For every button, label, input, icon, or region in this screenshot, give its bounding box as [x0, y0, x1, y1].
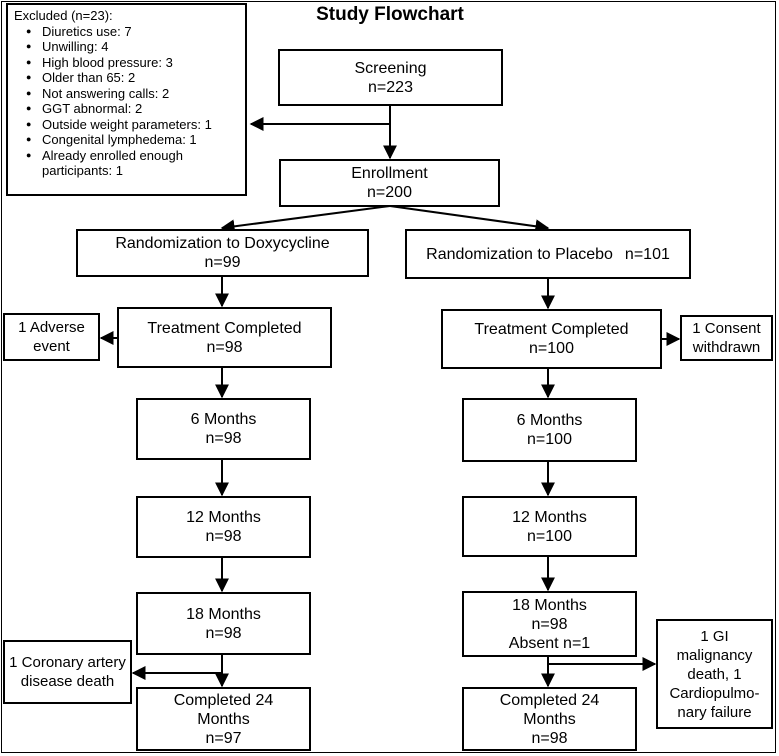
placebo-randomization-label: Randomization to Placebo: [426, 245, 613, 263]
placebo-6m-label: 6 Months: [516, 412, 583, 429]
placebo-6m-count: n=100: [527, 431, 572, 448]
doxy-adverse-box: 1 Adverse event: [3, 313, 100, 361]
screening-box: Screening n=223: [278, 49, 503, 106]
excluded-item: High blood pressure: 3: [26, 55, 239, 71]
doxy-randomization-label: Randomization to Doxycycline: [115, 235, 330, 252]
enrollment-box: Enrollment n=200: [279, 159, 500, 207]
excluded-item: Outside weight parameters: 1: [26, 117, 239, 133]
enrollment-label: Enrollment: [351, 165, 428, 182]
doxy-completed-box: Completed 24 Months n=97: [136, 687, 311, 751]
doxy-12m-box: 12 Months n=98: [136, 496, 311, 558]
doxy-6m-label: 6 Months: [190, 411, 257, 428]
placebo-randomization-box: Randomization to Placebo n=101: [405, 229, 691, 279]
screening-count: n=223: [368, 78, 413, 96]
placebo-completed-line2: Months: [523, 710, 576, 728]
excluded-item: Not answering calls: 2: [26, 86, 239, 102]
doxy-completed-line1: Completed 24: [173, 691, 274, 709]
placebo-18m-box: 18 Months n=98 Absent n=1: [462, 591, 637, 657]
placebo-completed-line1: Completed 24: [499, 691, 600, 709]
excluded-item: Unwilling: 4: [26, 39, 239, 55]
doxy-treatment-label: Treatment Completed: [147, 319, 302, 337]
doxy-completed-line2: Months: [197, 710, 250, 728]
placebo-gi-death-box: 1 GI malignancy death, 1 Cardiopulmo- na…: [656, 619, 773, 729]
excluded-list: Diuretics use: 7 Unwilling: 4 High blood…: [14, 24, 239, 179]
doxy-randomization-box: Randomization to Doxycycline n=99: [76, 229, 369, 277]
doxy-6m-box: 6 Months n=98: [136, 398, 311, 460]
doxy-12m-label: 12 Months: [186, 509, 261, 526]
placebo-18m-count: n=98: [531, 615, 568, 633]
placebo-6m-box: 6 Months n=100: [462, 398, 637, 462]
placebo-consent-box: 1 Consent withdrawn: [680, 315, 773, 361]
excluded-item: Older than 65: 2: [26, 70, 239, 86]
doxy-treatment-box: Treatment Completed n=98: [117, 307, 332, 368]
doxy-completed-count: n=97: [205, 729, 242, 747]
placebo-12m-count: n=100: [527, 527, 572, 545]
doxy-18m-box: 18 Months n=98: [136, 592, 311, 655]
doxy-adverse-label: 1 Adverse event: [18, 319, 85, 355]
placebo-18m-label: 18 Months: [512, 596, 587, 614]
doxy-randomization-count: n=99: [204, 254, 241, 271]
doxy-treatment-count: n=98: [206, 338, 243, 356]
excluded-item: Diuretics use: 7: [26, 24, 239, 40]
placebo-treatment-count: n=100: [529, 340, 574, 357]
page-title: Study Flowchart: [316, 4, 464, 25]
placebo-treatment-box: Treatment Completed n=100: [441, 309, 662, 369]
excluded-item: Already enrolled enough participants: 1: [26, 148, 239, 179]
placebo-randomization-count: n=101: [624, 245, 670, 263]
placebo-completed-box: Completed 24 Months n=98: [462, 687, 637, 751]
doxy-18m-label: 18 Months: [186, 605, 261, 623]
excluded-heading: Excluded (n=23):: [14, 8, 113, 23]
placebo-12m-box: 12 Months n=100: [462, 496, 637, 557]
placebo-treatment-label: Treatment Completed: [474, 321, 629, 338]
doxy-6m-count: n=98: [205, 430, 242, 447]
placebo-12m-label: 12 Months: [512, 508, 587, 526]
screening-label: Screening: [354, 59, 427, 77]
doxy-cad-death-label: 1 Coronary artery disease death: [9, 654, 126, 690]
enrollment-count: n=200: [367, 184, 412, 201]
doxy-18m-count: n=98: [205, 624, 242, 642]
doxy-cad-death-box: 1 Coronary artery disease death: [3, 640, 132, 704]
placebo-18m-absent: Absent n=1: [508, 634, 591, 652]
placebo-gi-death-label: 1 GI malignancy death, 1 Cardiopulmo- na…: [669, 627, 760, 721]
arrow-enrollment-doxy: [220, 205, 391, 234]
excluded-item: Congenital lymphedema: 1: [26, 132, 239, 148]
doxy-12m-count: n=98: [205, 528, 242, 545]
excluded-item: GGT abnormal: 2: [26, 101, 239, 117]
placebo-completed-count: n=98: [531, 729, 568, 747]
placebo-consent-label: 1 Consent withdrawn: [692, 320, 761, 356]
arrow-enrollment-placebo: [389, 205, 550, 234]
excluded-box: Excluded (n=23): Diuretics use: 7 Unwill…: [6, 3, 247, 196]
